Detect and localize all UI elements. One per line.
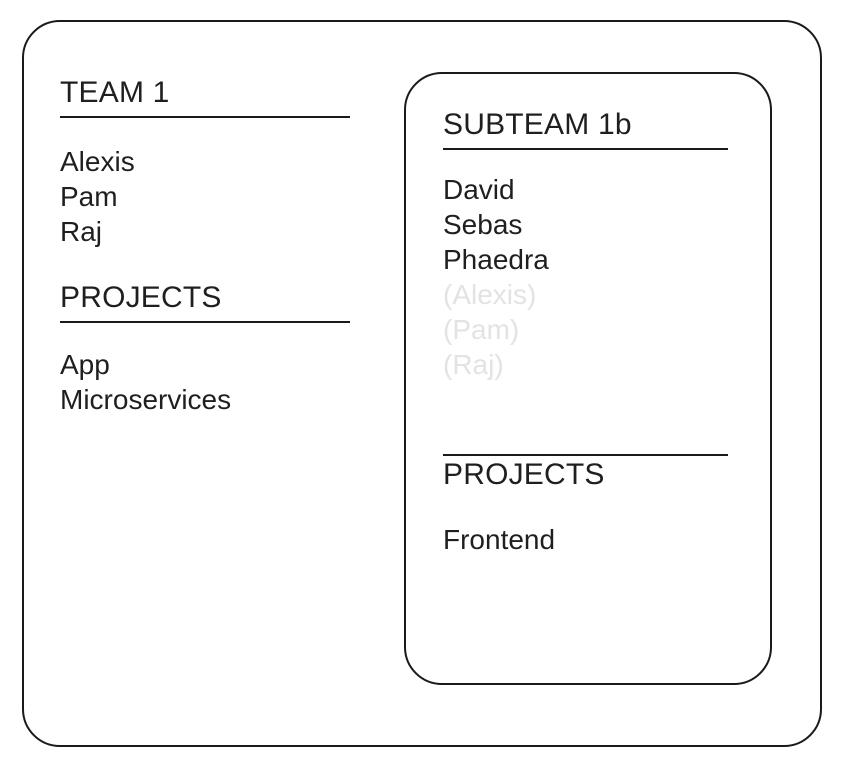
team-projects-heading-rule	[60, 321, 350, 323]
subteam-project-list: Frontend	[443, 522, 728, 557]
team-project-list: App Microservices	[60, 347, 350, 417]
spacer	[60, 323, 350, 347]
subteam-projects-heading-rule	[443, 454, 728, 456]
list-item: Microservices	[60, 384, 232, 415]
team-projects-heading: PROJECTS	[60, 281, 222, 314]
team-heading-rule	[60, 116, 350, 118]
list-item-inherited: (Raj)	[443, 349, 504, 380]
subteam-panel: SUBTEAM 1b David Sebas Phaedra (Alexis) …	[443, 108, 728, 557]
team-projects-heading-block: PROJECTS	[60, 281, 350, 323]
list-item: Raj	[60, 216, 103, 247]
list-item: App	[60, 349, 110, 380]
spacer	[443, 382, 728, 454]
list-item-inherited: (Pam)	[443, 314, 520, 345]
team-container-box	[22, 20, 822, 747]
list-item: Alexis	[60, 146, 135, 177]
subteam-heading-block: SUBTEAM 1b	[443, 108, 728, 150]
spacer	[443, 492, 728, 522]
list-item-inherited: (Alexis)	[443, 279, 537, 310]
spacer	[60, 118, 350, 144]
subteam-projects-heading: PROJECTS	[443, 458, 605, 491]
subteam-container-box	[404, 72, 772, 685]
team-panel: TEAM 1 Alexis Pam Raj PROJECTS App Micro…	[60, 76, 350, 417]
list-item: Pam	[60, 181, 118, 212]
team-member-list: Alexis Pam Raj	[60, 144, 350, 249]
team-heading-block: TEAM 1	[60, 76, 350, 118]
subteam-heading-rule	[443, 148, 728, 150]
subteam-member-list: David Sebas Phaedra (Alexis) (Pam) (Raj)	[443, 172, 728, 382]
list-item: Phaedra	[443, 244, 549, 275]
subteam-heading: SUBTEAM 1b	[443, 108, 632, 141]
list-item: David	[443, 174, 515, 205]
spacer	[443, 150, 728, 172]
subteam-projects-heading-block: PROJECTS	[443, 454, 728, 492]
team-heading: TEAM 1	[60, 76, 170, 109]
list-item: Sebas	[443, 209, 523, 240]
spacer	[60, 249, 350, 281]
list-item: Frontend	[443, 524, 556, 555]
